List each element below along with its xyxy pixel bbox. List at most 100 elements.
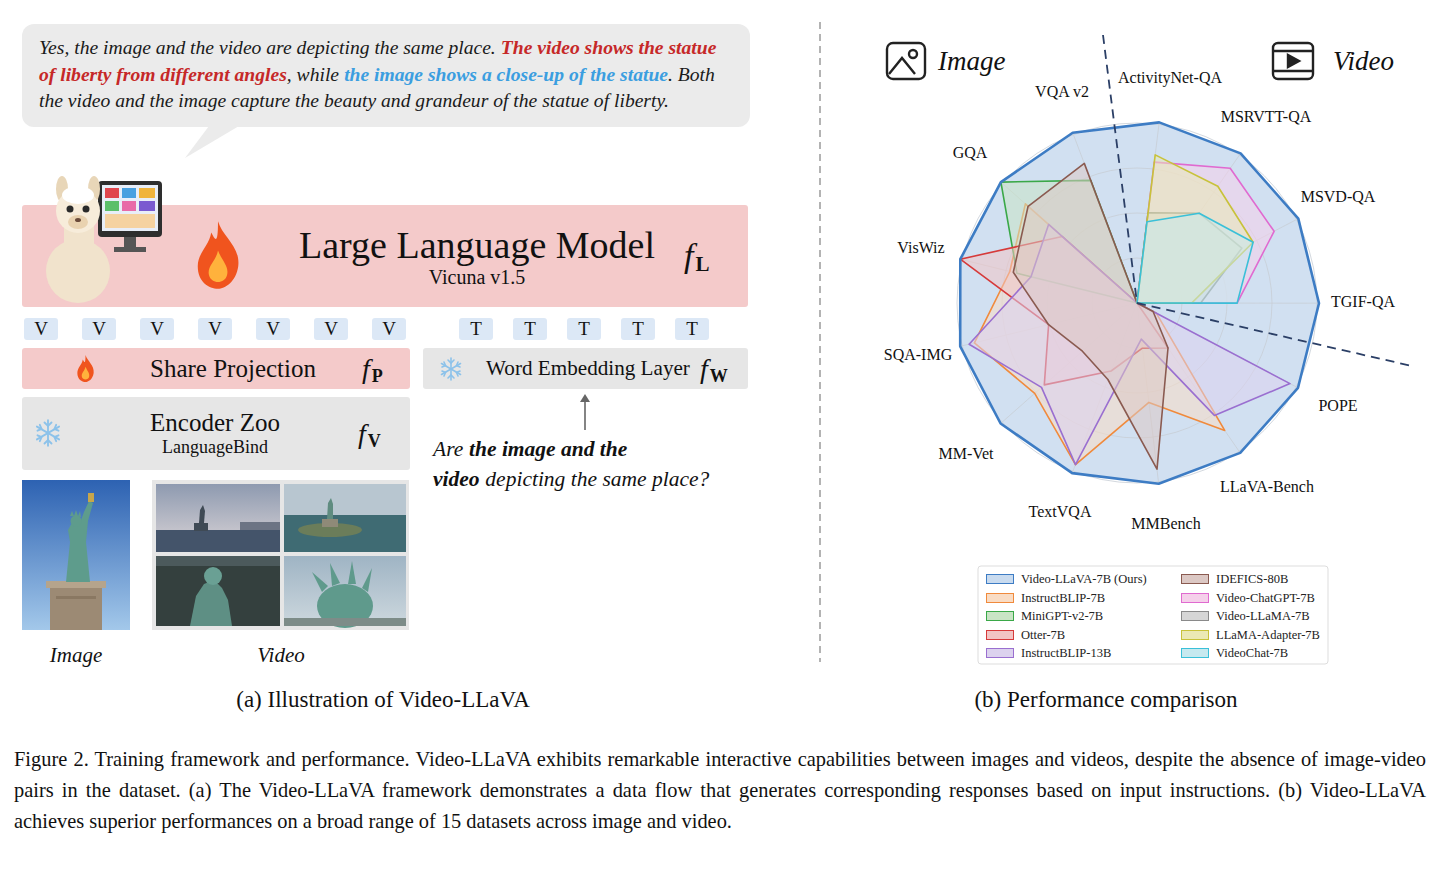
- response-bubble: Yes, the image and the video are depicti…: [22, 24, 750, 127]
- legend-swatch: [986, 611, 1014, 621]
- legend-text: Video-LLaMA-7B: [1216, 609, 1310, 623]
- legend-swatch: [986, 574, 1014, 584]
- box-label: Word Embedding Layer: [486, 348, 690, 389]
- token-letter: V: [382, 319, 396, 339]
- image-video-divider: [1103, 35, 1412, 366]
- axis-label: SQA-IMG: [884, 346, 952, 364]
- trainable-flame-icon: [74, 354, 97, 383]
- response-text: the image shows a close-up of the statue: [344, 64, 668, 85]
- legend-swatch: [986, 630, 1014, 640]
- function-subscript: W: [710, 367, 728, 385]
- visual-token: V: [198, 318, 232, 340]
- function-subscript: L: [695, 254, 709, 275]
- llama-icon: [40, 167, 165, 303]
- text-token: T: [459, 318, 493, 340]
- visual-token: V: [140, 318, 174, 340]
- visual-token: V: [24, 318, 58, 340]
- box-subtitle: LanguageBind: [162, 437, 268, 457]
- box-label: Encoder ZooLanguageBind: [150, 397, 280, 470]
- legend-text: MiniGPT-v2-7B: [1021, 609, 1103, 623]
- input-arrow: [580, 394, 590, 430]
- box-title: Share Projection: [150, 355, 316, 383]
- legend-swatch: [1181, 648, 1209, 658]
- token-letter: V: [34, 319, 48, 339]
- axis-label: MM-Vet: [938, 445, 993, 463]
- legend-text: Video-ChatGPT-7B: [1216, 591, 1315, 605]
- axis-label: VQA v2: [1035, 83, 1089, 101]
- text-token: T: [567, 318, 601, 340]
- box-label: Large Language ModelVicuna v1.5: [299, 205, 655, 307]
- axis-label: TextVQA: [1029, 503, 1092, 521]
- video-caption: Video: [257, 643, 304, 667]
- function-letter: f: [684, 239, 693, 273]
- image-icon: [887, 43, 925, 79]
- trainable-flame-icon: [190, 219, 246, 291]
- token-letter: T: [524, 319, 536, 339]
- token-letter: T: [578, 319, 590, 339]
- function-subscript: P: [372, 367, 383, 385]
- radar-area: [1013, 163, 1168, 469]
- video-frames: [152, 480, 409, 630]
- legend-swatch: [1181, 630, 1209, 640]
- function-letter: f: [362, 355, 370, 383]
- radar-area: [1137, 213, 1253, 303]
- legend-swatch: [1181, 611, 1209, 621]
- visual-token: V: [82, 318, 116, 340]
- image-photo: [22, 480, 130, 630]
- legend-swatch: [1181, 593, 1209, 603]
- panel-heading: Image: [938, 46, 1005, 77]
- box-label: Share Projection: [150, 348, 316, 389]
- function-letter: f: [700, 355, 708, 383]
- subfigure-caption: (b) Performance comparison: [974, 687, 1237, 713]
- axis-label: TGIF-QA: [1331, 293, 1395, 311]
- axis-label: MSRVTT-QA: [1221, 108, 1312, 126]
- text-token: T: [675, 318, 709, 340]
- embedding-box: Word Embedding LayerfW: [423, 348, 748, 389]
- axis-label: MMBench: [1131, 515, 1200, 533]
- legend-text: Otter-7B: [1021, 628, 1065, 642]
- visual-token: V: [372, 318, 406, 340]
- axis-label: POPE: [1318, 397, 1357, 415]
- token-letter: V: [208, 319, 222, 339]
- question-text-part: Are: [433, 437, 463, 461]
- legend-text: VideoChat-7B: [1216, 646, 1288, 660]
- panel-separator: [819, 22, 821, 662]
- radar-area: [1137, 155, 1253, 303]
- legend-swatch: [986, 593, 1014, 603]
- legend-text: InstructBLIP-7B: [1021, 591, 1105, 605]
- text-token: T: [621, 318, 655, 340]
- legend-text: Video-LLaVA-7B (Ours): [1021, 572, 1147, 586]
- llm-box: Large Language ModelVicuna v1.5 fL: [22, 205, 748, 307]
- axis-label: MSVD-QA: [1301, 188, 1376, 206]
- visual-token: V: [314, 318, 348, 340]
- panel-heading: Video: [1333, 46, 1394, 77]
- axis-label: LLaVA-Bench: [1220, 478, 1314, 496]
- token-letter: V: [324, 319, 338, 339]
- legend-text: IDEFICS-80B: [1216, 572, 1288, 586]
- text-token: T: [513, 318, 547, 340]
- function-symbol: fL: [684, 205, 709, 307]
- function-symbol: fP: [362, 348, 383, 389]
- function-letter: f: [358, 420, 366, 448]
- box-title: Encoder Zoo: [150, 409, 280, 437]
- encoder-box: Encoder ZooLanguageBind fV: [22, 397, 410, 470]
- function-symbol: fV: [358, 397, 381, 470]
- video-icon: [1273, 43, 1313, 79]
- token-letter: T: [686, 319, 698, 339]
- function-subscript: V: [368, 432, 381, 450]
- image-caption: Image: [50, 643, 102, 667]
- frozen-snowflake-icon: [34, 419, 62, 447]
- frozen-snowflake-icon: [439, 357, 463, 381]
- token-letter: T: [470, 319, 482, 339]
- projection-box: Share Projection fP: [22, 348, 410, 389]
- response-text: Yes, the image and the video are depicti…: [39, 37, 496, 58]
- function-symbol: fW: [700, 348, 728, 389]
- token-letter: T: [632, 319, 644, 339]
- visual-token: V: [256, 318, 290, 340]
- box-subtitle: Vicuna v1.5: [429, 266, 526, 288]
- axis-label: GQA: [953, 144, 988, 162]
- box-title: Large Language Model: [299, 224, 655, 267]
- axis-label: VisWiz: [897, 239, 944, 257]
- token-letter: V: [266, 319, 280, 339]
- question-text-part: depicting the same place?: [485, 467, 709, 491]
